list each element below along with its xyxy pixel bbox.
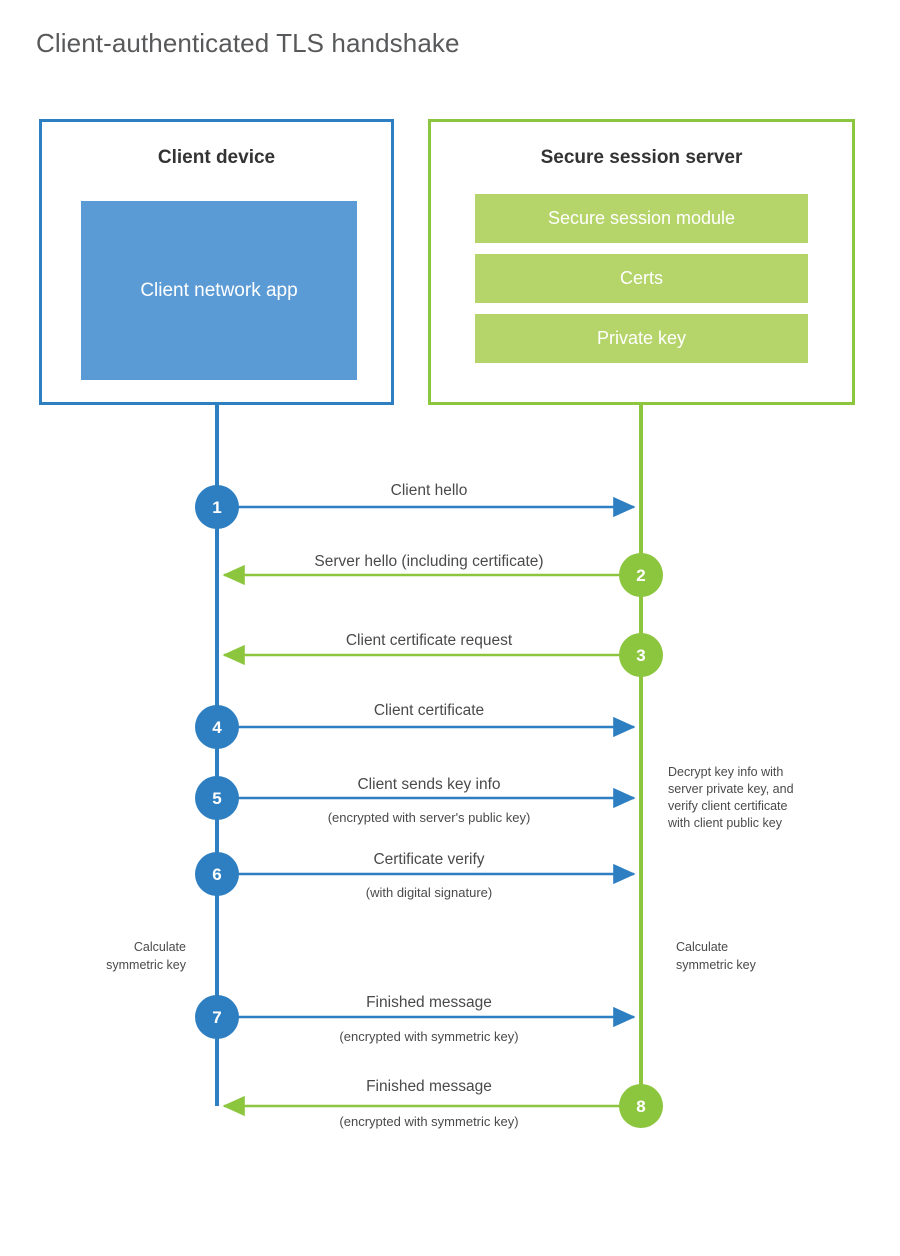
client-network-app-block: Client network app bbox=[81, 201, 357, 380]
step-6-label: Certificate verify bbox=[373, 851, 484, 868]
step-3-label: Client certificate request bbox=[346, 632, 513, 649]
secure-session-server-title: Secure session server bbox=[540, 147, 743, 168]
step-3-number: 3 bbox=[636, 646, 645, 665]
step-6-sublabel: (with digital signature) bbox=[366, 885, 492, 900]
step-2-group: Server hello (including certificate) 2 bbox=[222, 553, 663, 597]
step-5-group: Client sends key info (encrypted with se… bbox=[195, 776, 636, 825]
server-decrypt-note: Decrypt key info with server private key… bbox=[667, 765, 794, 830]
client-calculate-note-line: symmetric key bbox=[106, 958, 187, 972]
step-8-number: 8 bbox=[636, 1097, 645, 1116]
step-5-number: 5 bbox=[212, 789, 221, 808]
step-1-badge bbox=[195, 485, 239, 529]
step-7-group: Finished message (encrypted with symmetr… bbox=[195, 994, 636, 1044]
step-6-badge bbox=[195, 852, 239, 896]
step-6-number: 6 bbox=[212, 865, 221, 884]
server-decrypt-note-line: with client public key bbox=[667, 816, 783, 830]
client-device-box: Client device Client network app bbox=[39, 119, 394, 405]
server-module-list: Secure session module Certs Private key bbox=[475, 194, 808, 374]
step-6-group: Certificate verify (with digital signatu… bbox=[195, 851, 636, 900]
page-title: Client-authenticated TLS handshake bbox=[36, 28, 460, 58]
step-2-badge bbox=[619, 553, 663, 597]
server-calculate-note-line: Calculate bbox=[676, 940, 728, 954]
step-1-group: Client hello 1 bbox=[195, 482, 636, 529]
step-5-sublabel: (encrypted with server's public key) bbox=[328, 810, 531, 825]
step-2-label: Server hello (including certificate) bbox=[314, 553, 543, 570]
step-4-group: Client certificate 4 bbox=[195, 702, 636, 749]
step-1-label: Client hello bbox=[391, 482, 468, 499]
step-3-badge bbox=[619, 633, 663, 677]
client-device-title: Client device bbox=[157, 147, 276, 168]
step-8-badge bbox=[619, 1084, 663, 1128]
secure-session-server-box: Secure session server Secure session mod… bbox=[428, 119, 855, 405]
step-1-number: 1 bbox=[212, 498, 221, 517]
step-3-group: Client certificate request 3 bbox=[222, 632, 663, 677]
step-5-badge bbox=[195, 776, 239, 820]
server-calculate-note-line: symmetric key bbox=[676, 958, 757, 972]
step-7-badge bbox=[195, 995, 239, 1039]
step-8-label: Finished message bbox=[366, 1078, 492, 1095]
step-8-sublabel: (encrypted with symmetric key) bbox=[339, 1114, 518, 1129]
step-4-label: Client certificate bbox=[374, 702, 484, 719]
server-decrypt-note-line: server private key, and bbox=[668, 782, 794, 796]
step-4-number: 4 bbox=[212, 718, 222, 737]
server-module-item: Certs bbox=[475, 254, 808, 303]
step-5-label: Client sends key info bbox=[357, 776, 500, 793]
server-calculate-note: Calculate symmetric key bbox=[676, 940, 757, 972]
step-2-number: 2 bbox=[636, 566, 645, 585]
client-calculate-note: Calculate symmetric key bbox=[106, 940, 187, 972]
step-7-number: 7 bbox=[212, 1008, 221, 1027]
step-4-badge bbox=[195, 705, 239, 749]
server-decrypt-note-line: Decrypt key info with bbox=[668, 765, 783, 779]
server-module-item: Secure session module bbox=[475, 194, 808, 243]
server-decrypt-note-line: verify client certificate bbox=[668, 799, 788, 813]
step-7-sublabel: (encrypted with symmetric key) bbox=[339, 1029, 518, 1044]
client-calculate-note-line: Calculate bbox=[134, 940, 186, 954]
server-module-item: Private key bbox=[475, 314, 808, 363]
step-8-group: Finished message (encrypted with symmetr… bbox=[222, 1078, 663, 1129]
step-7-label: Finished message bbox=[366, 994, 492, 1011]
